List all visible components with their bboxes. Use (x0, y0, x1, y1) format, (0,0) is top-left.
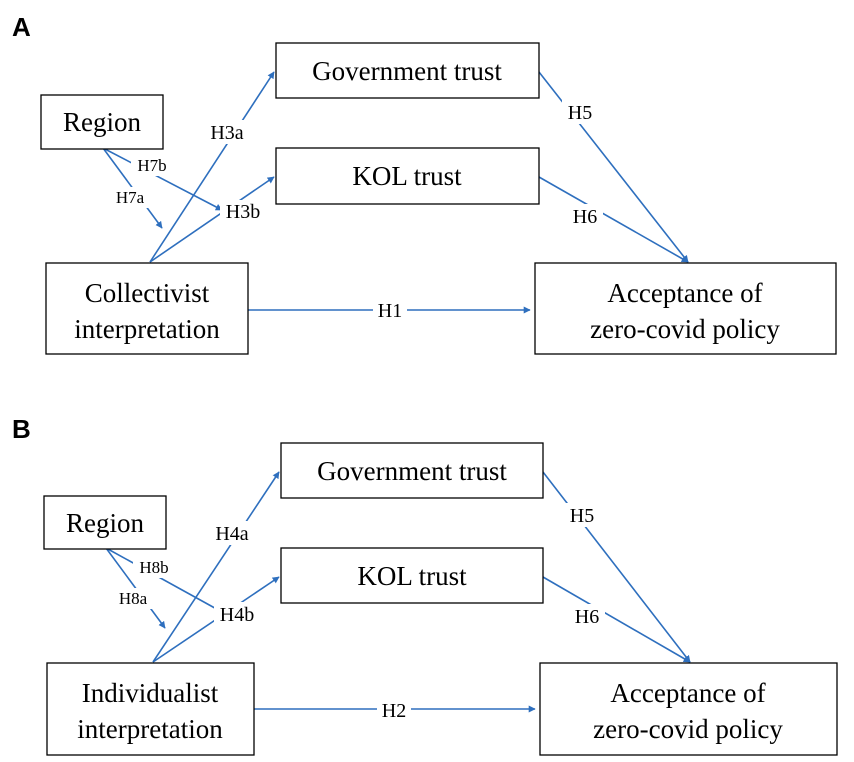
hyp-b-direct: H2 (382, 700, 406, 722)
arrow-a-gov-outcome (538, 71, 689, 263)
label-a-predictor-line1: Collectivist (85, 278, 210, 308)
panel-a: Government trust KOL trust Region Collec… (40, 42, 837, 355)
hyp-a-kol: H3b (226, 201, 260, 223)
label-b-predictor-line2: interpretation (77, 714, 223, 744)
label-a-government-trust: Government trust (312, 56, 502, 86)
label-b-outcome-line2: zero-covid policy (593, 714, 783, 744)
arrow-a-predictor-kol (149, 176, 275, 263)
hyp-b-kol-outcome: H6 (575, 606, 599, 628)
box-a-region (40, 94, 164, 150)
label-b-outcome-line1: Acceptance of (610, 678, 765, 708)
hyp-a-gov: H3a (210, 122, 243, 144)
box-b-outcome (539, 662, 838, 756)
hyp-b-kol: H4b (220, 604, 254, 626)
arrow-a-kol-outcome (538, 176, 689, 263)
hyp-b-gov: H4a (215, 523, 248, 545)
label-b-region: Region (66, 508, 144, 538)
hyp-b-moderation-b: H8b (139, 558, 168, 577)
box-b-predictor (46, 662, 255, 756)
panel-letter-b: B (12, 414, 31, 444)
box-a-outcome (534, 262, 837, 355)
label-b-kol-trust: KOL trust (357, 561, 467, 591)
label-a-predictor-line2: interpretation (74, 314, 220, 344)
label-a-kol-trust: KOL trust (352, 161, 462, 191)
hyp-a-moderation-b: H7b (137, 156, 166, 175)
hyp-b-moderation-a: H8a (119, 589, 148, 608)
arrow-a-moderation-h7b (102, 147, 223, 211)
panel-letter-a: A (12, 12, 31, 42)
arrow-b-gov-outcome (542, 471, 691, 663)
label-b-predictor-line1: Individualist (82, 678, 219, 708)
hyp-a-moderation-a: H7a (116, 188, 145, 207)
arrow-b-predictor-gov (152, 471, 280, 663)
hyp-a-gov-outcome: H5 (568, 102, 592, 124)
hyp-a-direct: H1 (378, 300, 402, 322)
box-a-kol-trust (275, 147, 540, 205)
box-b-region (43, 495, 167, 550)
arrow-b-moderation-h8b (105, 547, 223, 613)
label-a-region: Region (63, 107, 141, 137)
arrow-b-kol-outcome (542, 576, 691, 663)
box-a-government-trust (275, 42, 540, 99)
hyp-a-kol-outcome: H6 (573, 206, 597, 228)
box-a-predictor (45, 262, 249, 355)
panel-b: Government trust KOL trust Region Indivi… (43, 442, 838, 756)
arrow-a-predictor-gov (149, 71, 275, 263)
label-a-outcome-line1: Acceptance of (607, 278, 762, 308)
box-b-kol-trust (280, 547, 544, 604)
hyp-b-gov-outcome: H5 (570, 505, 594, 527)
box-b-government-trust (280, 442, 544, 499)
label-a-outcome-line2: zero-covid policy (590, 314, 780, 344)
label-b-government-trust: Government trust (317, 456, 507, 486)
